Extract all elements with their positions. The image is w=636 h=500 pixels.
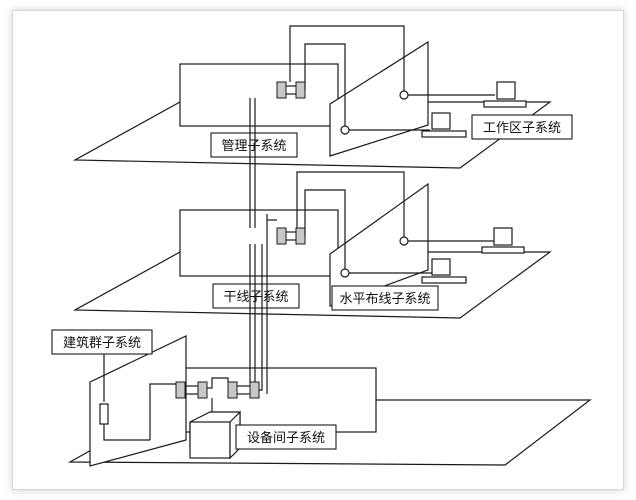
floor-3-outlet-1 [399,90,409,100]
backbone-risers [249,98,277,394]
floor-3-computer-1 [496,81,516,100]
management-subsystem-label-box [210,132,298,158]
floor-2-outlet-1 [399,236,409,246]
work-area-subsystem-label: 工作区子系统 [483,121,561,136]
campus-subsystem-label: 建筑群子系统 [63,335,141,351]
floor-2-desk-2 [421,276,467,284]
floor-2: 干线子系统 水平布线子系统 [72,171,552,319]
floor-2-patch-panel-right [295,227,306,245]
floor-2-outlet-2 [340,268,350,278]
floor-2-patch-panel-left [276,227,287,245]
floor-3-desk-2 [421,130,467,138]
management-subsystem-label: 管理子系统 [221,139,286,154]
equipment-cabinet [189,421,231,459]
floor-2-computer-1 [493,227,513,246]
floor-3-patch-panel-left [276,81,287,99]
floor-2-back-wall [179,209,339,277]
floor-1-frame-a-right [197,381,208,399]
work-area-subsystem-label-box [471,114,573,140]
floor-3: 管理子系统 工作区子系统 [72,25,573,169]
campus-subsystem-label-box [51,329,153,355]
floor-2-computer-2 [431,258,451,276]
equipment-room-subsystem-label: 设备间子系统 [247,430,325,446]
campus-entrance-device [99,403,109,425]
equipment-room-subsystem-label-box [235,424,337,450]
floor-1-frame-b-right [249,381,260,399]
floor-3-desk-1 [483,100,527,108]
backbone-subsystem-label: 干线子系统 [223,290,288,305]
horizontal-subsystem-label-box [331,285,439,311]
floor-2-desk-1 [481,246,525,254]
floor-1-side-wall [89,335,187,467]
floor-1-frame-a-left [175,381,186,399]
floor-3-computer-2 [431,112,451,130]
floor-3-outlet-2 [340,125,350,135]
floor-3-patch-panel-right [295,81,306,99]
floor-1-frame-b-left [227,381,238,399]
horizontal-subsystem-label: 水平布线子系统 [339,292,430,307]
backbone-subsystem-label-box [212,283,300,309]
floor-3-back-wall [179,63,339,127]
floor-1: 设备间子系统 建筑群子系统 [51,329,592,467]
